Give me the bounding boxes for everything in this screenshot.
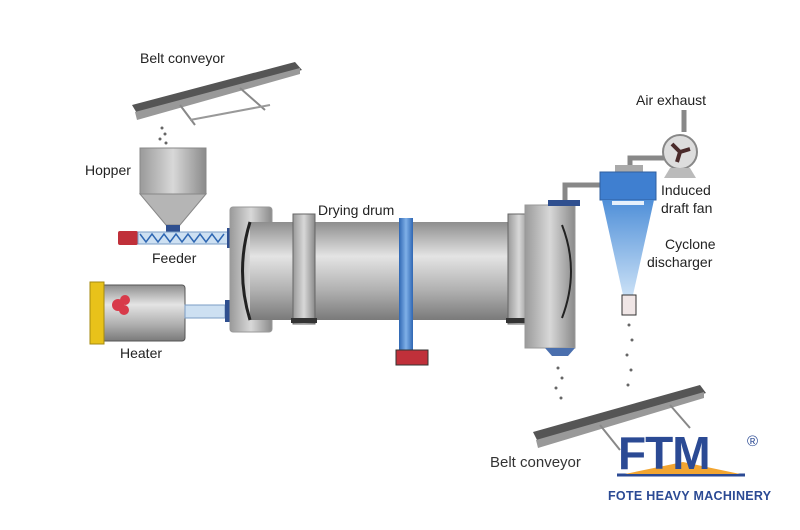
induced-draft-fan (662, 134, 698, 178)
registered-mark: ® (747, 433, 759, 450)
label-air-exhaust: Air exhaust (636, 92, 707, 108)
label-belt-conveyor-top: Belt conveyor (140, 50, 225, 66)
belt-conveyor-top (132, 62, 302, 145)
logo-mark-text: FTM (618, 427, 711, 479)
label-draft-fan: draft fan (661, 200, 713, 216)
label-belt-conveyor-bottom: Belt conveyor (490, 454, 581, 471)
label-feeder: Feeder (152, 250, 197, 266)
heater (89, 281, 232, 345)
label-induced: Induced (661, 182, 711, 198)
label-discharger: discharger (647, 254, 713, 270)
cyclone-discharger (599, 165, 657, 387)
label-heater: Heater (120, 345, 163, 361)
label-cyclone: Cyclone (665, 236, 716, 252)
logo-company-name: FOTE HEAVY MACHINERY (608, 489, 772, 503)
hopper (138, 147, 208, 232)
discharge-housing (524, 200, 580, 400)
ftm-logo (617, 462, 745, 477)
label-hopper: Hopper (85, 162, 131, 178)
label-drying-drum: Drying drum (318, 202, 395, 218)
belt-conveyor-bottom (533, 385, 706, 451)
drying-drum (229, 206, 575, 366)
